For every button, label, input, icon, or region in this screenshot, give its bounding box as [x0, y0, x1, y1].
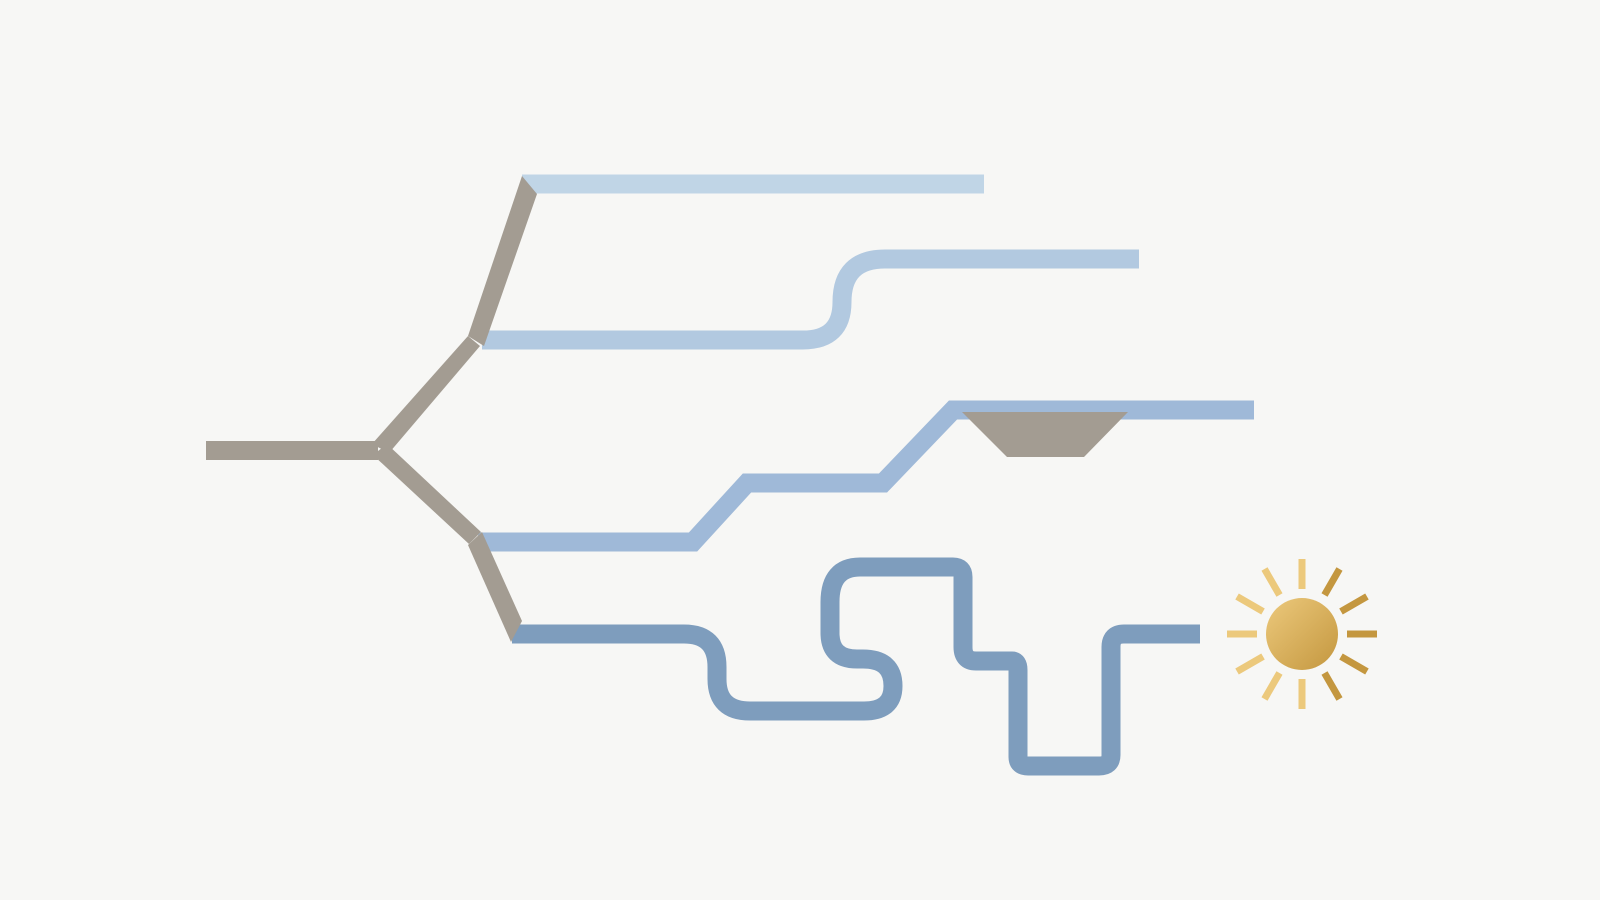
- path-5-meandering: [512, 557, 1200, 776]
- sun-ray: [1339, 653, 1369, 675]
- trunk-upper-fork-top: [468, 176, 537, 346]
- sun-ray: [1261, 567, 1283, 597]
- sun-icon: [1227, 559, 1377, 709]
- sun-ray: [1235, 593, 1265, 615]
- path-2-single-bend: [482, 249, 1139, 350]
- sun-ray: [1321, 671, 1343, 701]
- trunk-lower-fork: [468, 532, 522, 642]
- path-4-stepped-ascent: [478, 400, 1254, 552]
- sun-core: [1266, 598, 1338, 670]
- sun-ray: [1339, 593, 1369, 615]
- sun-rays: [1227, 559, 1377, 709]
- sun-ray: [1261, 671, 1283, 701]
- blue-paths: [478, 174, 1254, 776]
- trunk-stem: [206, 441, 378, 460]
- sun-ray: [1321, 567, 1343, 597]
- trunk-lower-branch: [373, 444, 481, 544]
- trunk-notch: [962, 412, 1128, 457]
- trunk: [206, 176, 1128, 642]
- trunk-upper-branch: [372, 336, 480, 453]
- sun-ray: [1235, 653, 1265, 675]
